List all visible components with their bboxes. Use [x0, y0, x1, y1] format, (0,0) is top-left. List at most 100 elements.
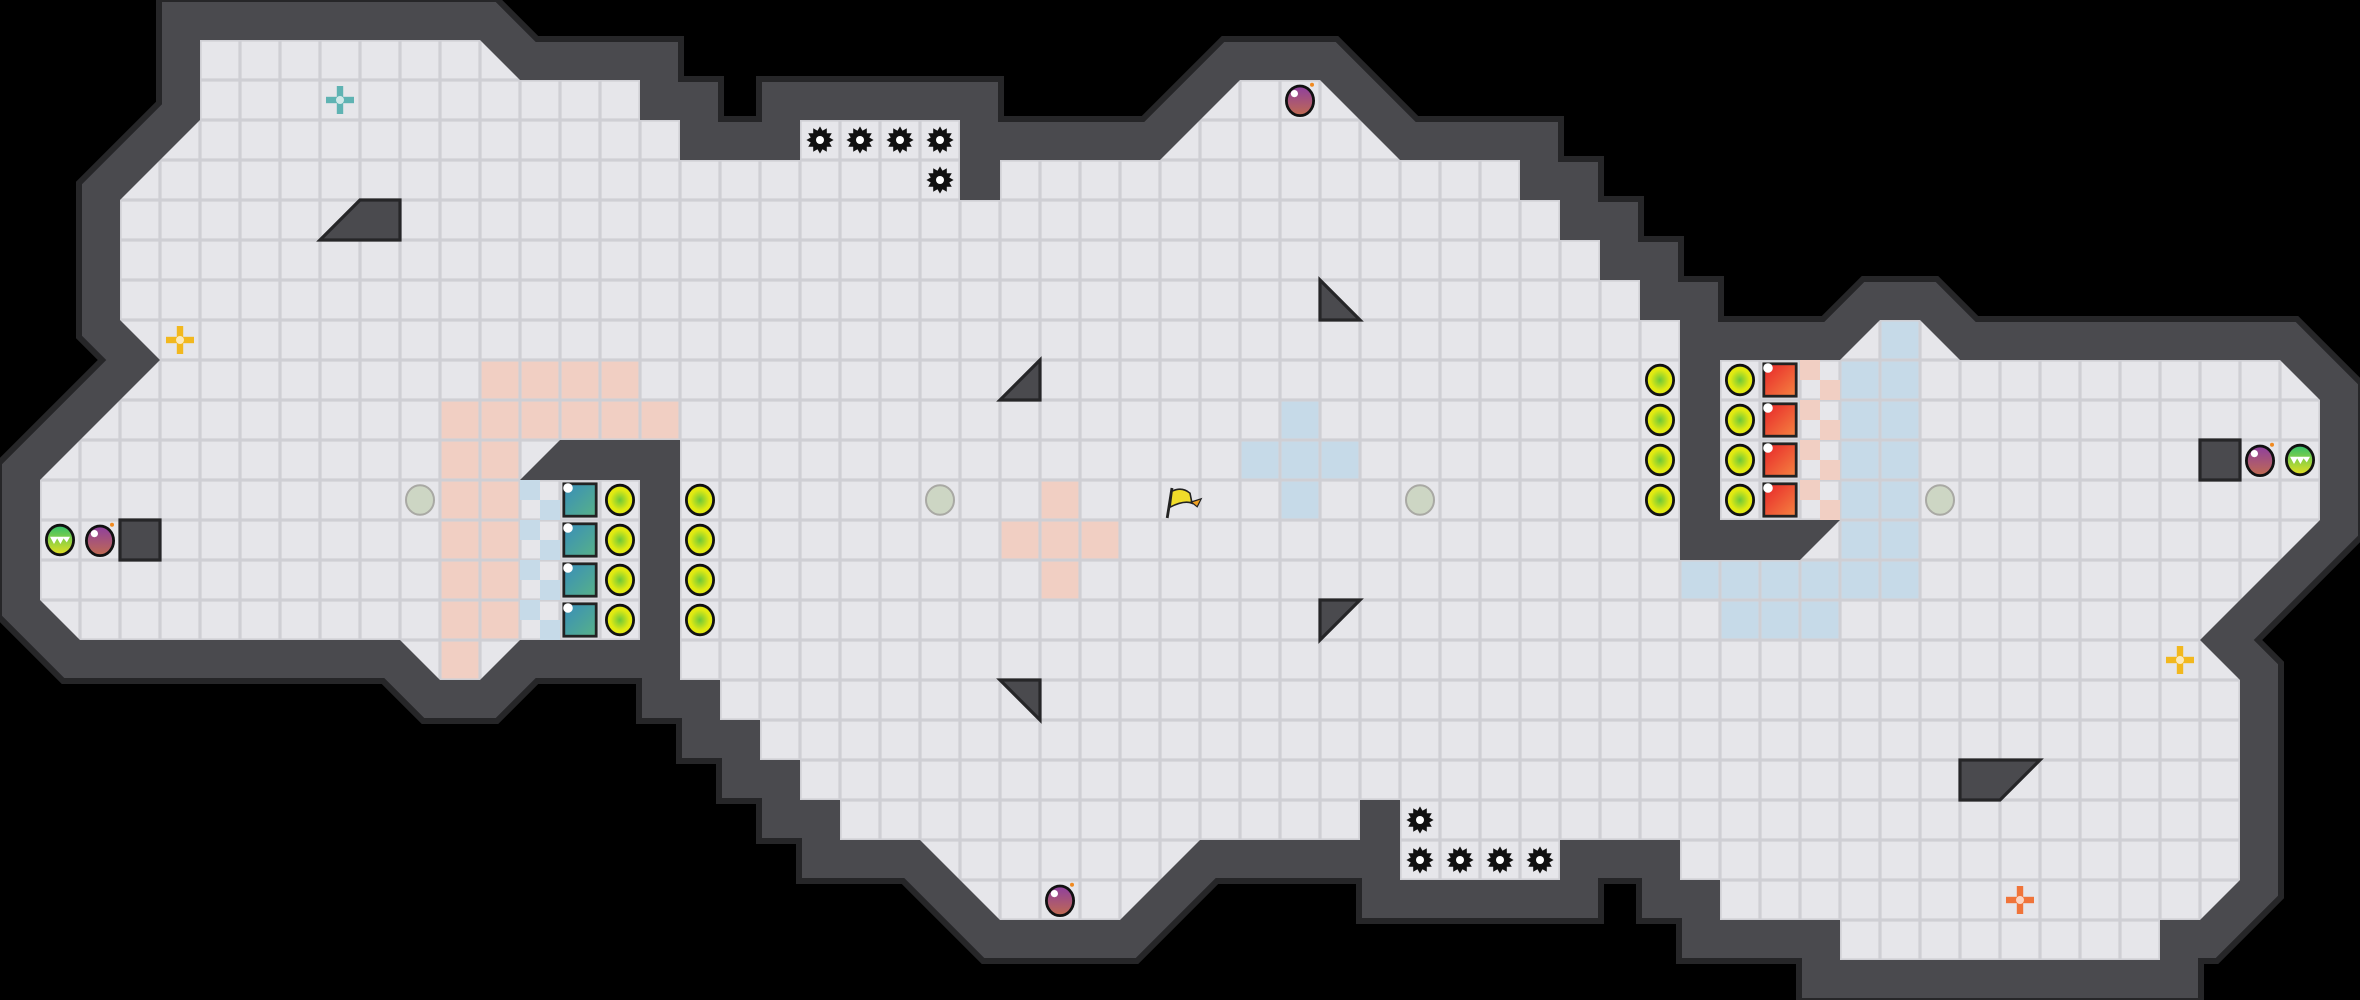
wall-block — [996, 356, 1042, 402]
powerup-icon — [44, 523, 75, 557]
button-icon — [1405, 484, 1436, 516]
gate-shine — [1763, 363, 1773, 373]
blue-zone-tile — [1881, 401, 1919, 439]
blue-zone-tile — [1881, 361, 1919, 399]
spike-center — [1416, 816, 1425, 824]
portal-center — [176, 336, 184, 344]
gate-shine — [563, 523, 573, 533]
spike-center — [1496, 856, 1505, 864]
teal-gate-icon — [562, 602, 598, 638]
red-zone-tile — [481, 561, 519, 599]
red-zone-tile — [441, 601, 479, 639]
red-checker-tile — [1800, 480, 1820, 500]
boost-icon — [604, 603, 635, 637]
bomb-fuse — [1070, 882, 1074, 887]
blue-zone-tile — [1761, 601, 1799, 639]
red-gate-icon — [1762, 402, 1798, 438]
red-gate-icon — [1762, 442, 1798, 478]
powerup-marks — [50, 536, 70, 544]
boost-icon — [684, 563, 715, 597]
spike-icon — [806, 126, 834, 154]
bomb-shine — [2250, 450, 2258, 458]
bomb-icon — [2244, 442, 2275, 478]
blue-zone-tile — [1881, 441, 1919, 479]
red-zone-tile — [481, 401, 519, 439]
spike-center — [1456, 856, 1465, 864]
bomb-shine — [90, 530, 98, 538]
spike-icon — [926, 126, 954, 154]
wall-islands — [118, 198, 2242, 802]
blue-zone-tile — [1841, 481, 1879, 519]
bomb-body — [1284, 84, 1315, 118]
powerup-icon — [2284, 443, 2315, 477]
red-zone-tile — [1001, 521, 1039, 559]
boost-icon — [1644, 363, 1675, 397]
blue-zone-tile — [1841, 521, 1879, 559]
gate-shine — [1763, 403, 1773, 413]
blue-zone-tile — [1841, 561, 1879, 599]
teal-gate-icon — [562, 482, 598, 518]
red-zone-tile — [441, 561, 479, 599]
blue-checker-tile — [520, 520, 540, 540]
red-zone-tile — [441, 481, 479, 519]
red-zone-tile — [561, 401, 599, 439]
red-zone-tile — [601, 401, 639, 439]
boost-icon — [1644, 403, 1675, 437]
red-zone-tile — [441, 401, 479, 439]
boost-icon — [1724, 363, 1755, 397]
gate-shine — [1763, 443, 1773, 453]
red-checker-tile — [1820, 460, 1840, 480]
wall-block — [996, 678, 1042, 724]
red-checker-tile — [1820, 380, 1840, 400]
blue-zone-tile — [1881, 561, 1919, 599]
bomb-fuse — [2270, 442, 2274, 447]
blue-zone-tile — [1841, 401, 1879, 439]
team-zones — [441, 321, 1919, 679]
red-zone-tile — [1041, 481, 1079, 519]
gate-shine — [563, 603, 573, 613]
bomb-icon — [1284, 82, 1315, 118]
blue-checker-tile — [520, 600, 540, 620]
blue-zone-tile — [1841, 441, 1879, 479]
spike-center — [896, 136, 904, 144]
bomb-fuse — [1310, 82, 1314, 87]
button-icon — [1925, 484, 1956, 516]
red-checker-tile — [1800, 360, 1820, 380]
red-zone-tile — [481, 601, 519, 639]
red-gate-icon — [1762, 482, 1798, 518]
spike-icon — [846, 126, 874, 154]
blue-checker-tile — [520, 560, 540, 580]
gate-shine — [563, 563, 573, 573]
red-gate-icon — [1762, 362, 1798, 398]
blue-checker-tile — [540, 540, 560, 560]
spike-icon — [1406, 806, 1434, 834]
red-zone-tile — [521, 401, 559, 439]
teal-gate-icon — [562, 562, 598, 598]
boost-icon — [1724, 483, 1755, 517]
teal-gate-icon — [562, 522, 598, 558]
boost-icon — [604, 483, 635, 517]
blue-zone-tile — [1721, 601, 1759, 639]
blue-zone-tile — [1801, 601, 1839, 639]
spike-center — [816, 136, 824, 144]
red-zone-tile — [641, 401, 679, 439]
blue-zone-tile — [1281, 401, 1319, 439]
portal-icon — [2166, 646, 2194, 674]
red-zone-tile — [441, 641, 479, 679]
boost-icon — [1644, 443, 1675, 477]
bomb-shine — [1050, 890, 1058, 898]
blue-zone-tile — [1681, 561, 1719, 599]
wall-block — [2198, 438, 2242, 482]
red-checker-tile — [1800, 440, 1820, 460]
red-zone-tile — [481, 481, 519, 519]
bomb-icon — [85, 522, 116, 558]
button-icon — [924, 484, 955, 516]
spike-center — [936, 176, 944, 184]
boost-icon — [684, 523, 715, 557]
powerup-marks — [2290, 456, 2310, 464]
boost-icon — [684, 483, 715, 517]
entities — [44, 82, 2315, 917]
blue-zone-tile — [1281, 481, 1319, 519]
red-zone-tile — [521, 361, 559, 399]
